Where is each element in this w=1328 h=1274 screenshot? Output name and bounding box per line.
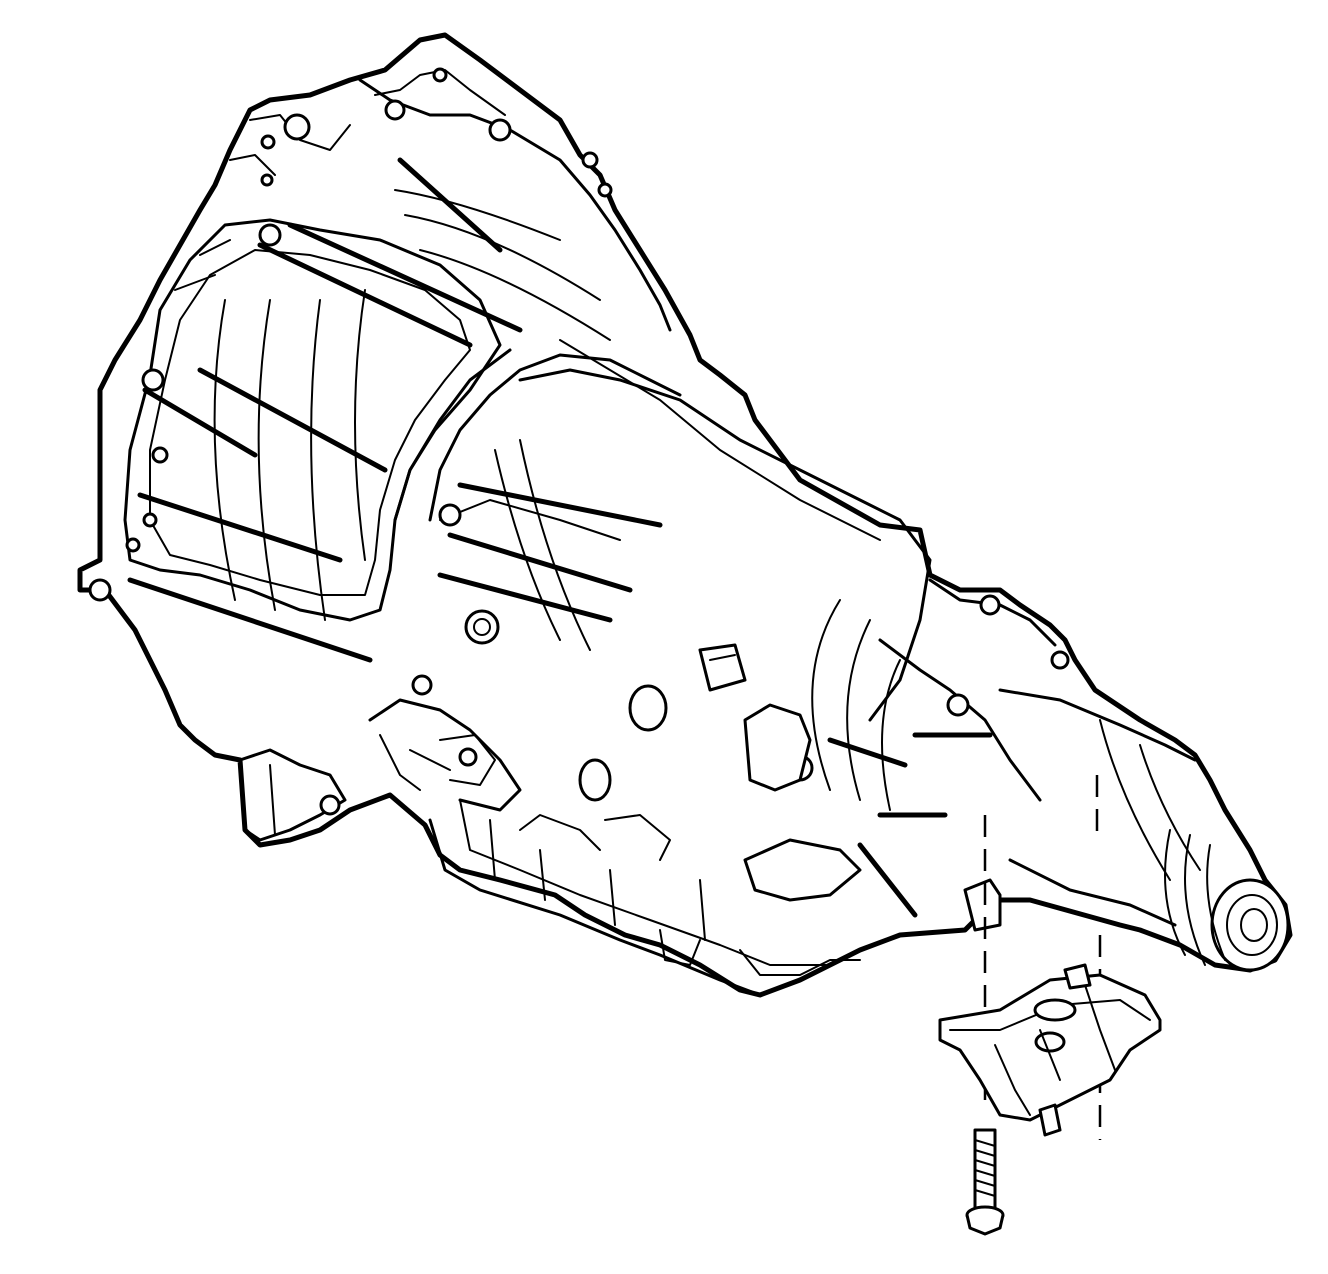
transmission-housing-illustration (77, 32, 1293, 998)
bolt-illustration (965, 1128, 1005, 1236)
transmission-mount-illustration (938, 963, 1162, 1137)
